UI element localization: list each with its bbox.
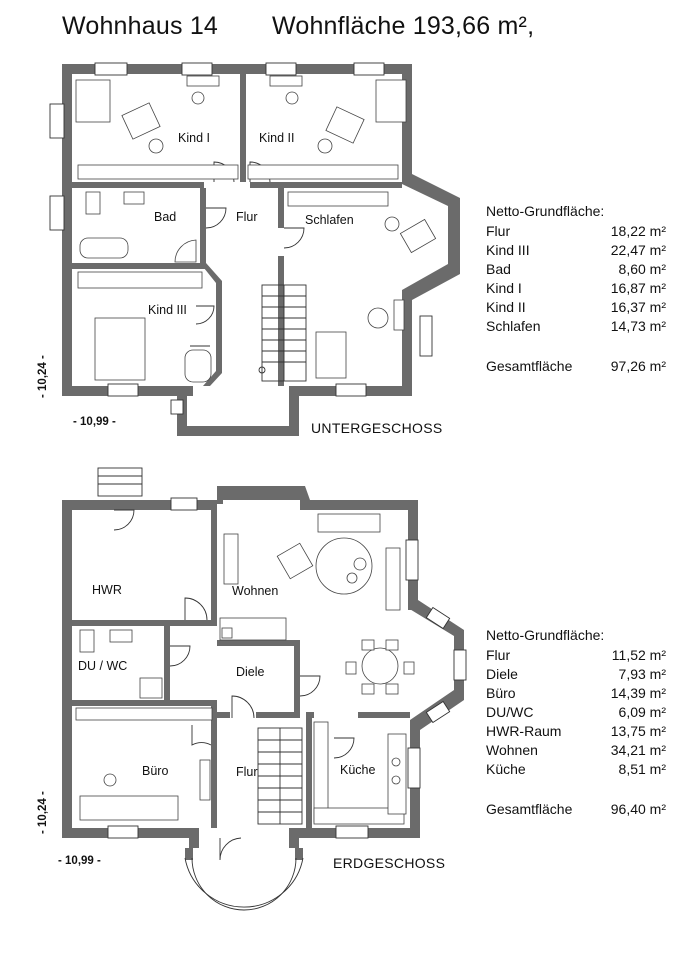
upper-floor-label: UNTERGESCHOSS: [311, 420, 442, 436]
table-row: Flur 18,22 m²: [486, 223, 666, 239]
room-wohnen-label: Wohnen: [232, 584, 278, 598]
svg-text:Wohnen: Wohnen: [486, 742, 538, 758]
svg-text:Kind II: Kind II: [486, 299, 526, 315]
svg-text:Schlafen: Schlafen: [486, 318, 540, 334]
ground-depth-dimension: - 10,24 -: [37, 791, 49, 834]
table-total-row: Gesamtfläche 96,40 m²: [486, 801, 666, 817]
svg-text:Diele: Diele: [486, 666, 518, 682]
upper-area-table: Netto-Grundfläche: Flur 18,22 m² Kind II…: [486, 203, 666, 374]
table-total-row: Gesamtfläche 97,26 m²: [486, 358, 666, 374]
room-kind2-label: Kind II: [259, 131, 294, 145]
ground-area-table: Netto-Grundfläche: Flur 11,52 m² Diele 7…: [486, 627, 666, 817]
svg-text:Flur: Flur: [486, 223, 510, 239]
room-flur-ground-label: Flur: [236, 765, 258, 779]
table-row: Diele 7,93 m²: [486, 666, 666, 682]
room-flur-upper-label: Flur: [236, 210, 258, 224]
svg-text:34,21 m²: 34,21 m²: [611, 742, 667, 758]
svg-text:97,26 m²: 97,26 m²: [611, 358, 667, 374]
svg-text:Gesamtfläche: Gesamtfläche: [486, 801, 573, 817]
table-row: Küche 8,51 m²: [486, 761, 666, 777]
svg-text:22,47 m²: 22,47 m²: [611, 242, 667, 258]
table-row: HWR-Raum 13,75 m²: [486, 723, 666, 739]
svg-text:Bad: Bad: [486, 261, 511, 277]
upper-windows: [49, 62, 433, 415]
ground-windows: [97, 467, 467, 839]
upper-depth-dimension: - 10,24 -: [37, 355, 49, 398]
room-kind1-label: Kind I: [178, 131, 210, 145]
upper-area-title: Netto-Grundfläche:: [486, 203, 604, 219]
svg-text:8,60 m²: 8,60 m²: [619, 261, 667, 277]
svg-text:Kind I: Kind I: [486, 280, 522, 296]
table-row: Kind I 16,87 m²: [486, 280, 666, 296]
svg-text:HWR-Raum: HWR-Raum: [486, 723, 561, 739]
svg-text:Küche: Küche: [486, 761, 526, 777]
table-row: Kind III 22,47 m²: [486, 242, 666, 258]
svg-text:6,09 m²: 6,09 m²: [619, 704, 667, 720]
svg-text:16,87 m²: 16,87 m²: [611, 280, 667, 296]
ground-furniture: [75, 513, 415, 825]
svg-text:Gesamtfläche: Gesamtfläche: [486, 358, 573, 374]
ground-area-title: Netto-Grundfläche:: [486, 627, 604, 643]
svg-text:18,22 m²: 18,22 m²: [611, 223, 667, 239]
room-kind3-label: Kind III: [148, 303, 187, 317]
room-diele-label: Diele: [236, 665, 265, 679]
upper-width-dimension: - 10,99 -: [73, 416, 116, 428]
ground-interior-walls: [72, 500, 410, 832]
room-hwr-label: HWR: [92, 583, 122, 597]
room-buero-label: Büro: [142, 764, 168, 778]
upper-interior-walls: [72, 74, 402, 386]
svg-text:11,52 m²: 11,52 m²: [612, 647, 667, 663]
svg-text:8,51 m²: 8,51 m²: [619, 761, 667, 777]
svg-text:14,73 m²: 14,73 m²: [611, 318, 667, 334]
table-row: Kind II 16,37 m²: [486, 299, 666, 315]
upper-floor-plan: Kind I Kind II Bad Flur Schlafen Kind II…: [37, 62, 460, 436]
svg-text:DU/WC: DU/WC: [486, 704, 533, 720]
room-bad-label: Bad: [154, 210, 176, 224]
table-row: Büro 14,39 m²: [486, 685, 666, 701]
ground-floor-plan: HWR Wohnen DU / WC Diele Büro Flur Küche…: [37, 467, 467, 911]
svg-text:96,40 m²: 96,40 m²: [611, 801, 667, 817]
ground-doors: [113, 509, 355, 861]
svg-text:16,37 m²: 16,37 m²: [611, 299, 667, 315]
svg-text:14,39 m²: 14,39 m²: [611, 685, 667, 701]
svg-text:7,93 m²: 7,93 m²: [619, 666, 667, 682]
upper-furniture: [75, 75, 437, 383]
table-row: Flur 11,52 m²: [486, 647, 666, 663]
room-schlafen-label: Schlafen: [305, 213, 354, 227]
ground-floor-label: ERDGESCHOSS: [333, 855, 445, 871]
ground-stairs: [257, 727, 303, 825]
table-row: DU/WC 6,09 m²: [486, 704, 666, 720]
table-row: Schlafen 14,73 m²: [486, 318, 666, 334]
svg-text:Kind III: Kind III: [486, 242, 530, 258]
living-area-title: Wohnfläche 193,66 m²,: [272, 12, 535, 40]
table-row: Bad 8,60 m²: [486, 261, 666, 277]
upper-stairs: [258, 284, 307, 382]
svg-text:13,75 m²: 13,75 m²: [611, 723, 667, 739]
house-title: Wohnhaus 14: [62, 12, 219, 40]
entrance-arc: [184, 857, 304, 908]
svg-text:Flur: Flur: [486, 647, 510, 663]
room-kueche-label: Küche: [340, 763, 375, 777]
svg-text:Büro: Büro: [486, 685, 516, 701]
ground-width-dimension: - 10,99 -: [58, 855, 101, 867]
table-row: Wohnen 34,21 m²: [486, 742, 666, 758]
room-du-wc-label: DU / WC: [78, 659, 127, 673]
